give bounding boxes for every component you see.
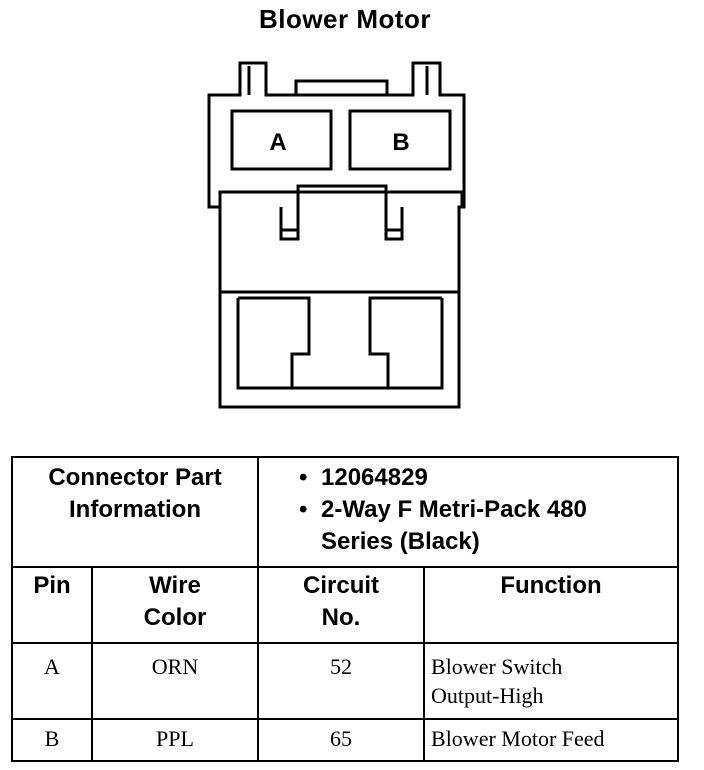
pin-cell: B [11,718,93,762]
connector-info-label-line1: Connector Part [48,464,222,491]
diagram-title: Blower Motor [258,4,432,34]
circuit-header-cell: Circuit No. [257,566,426,644]
function-header-cell: Function [423,566,680,644]
connector-info-values-cell: • 12064829 • 2-Way F Metri-Pack 480 Seri… [257,456,680,568]
circuit-header-line1: Circuit [303,572,380,599]
terminal-divider-left [238,296,311,388]
circuit-cell: 52 [257,642,426,720]
function-line1: Blower Switch [431,654,563,679]
cavity-a-outline [230,109,333,171]
connector-info-row: Connector Part Information • 12064829 • … [10,456,680,568]
cavity-b-outline [348,109,452,171]
cavity-a-label: A [269,129,286,156]
table-row: B PPL 65 Blower Motor Feed [11,718,680,762]
function-cell: Blower Switch Output-High [423,642,680,720]
connector-pinout-table: Connector Part Information • 12064829 • … [10,456,680,762]
connector-housing-outline [207,61,466,409]
function-line1: Blower Motor Feed [431,726,605,751]
wire-color-header-cell: Wire Color [90,566,260,644]
column-header-row: Pin Wire Color Circuit No. Function [11,566,680,644]
pin-header-cell: Pin [11,566,93,644]
terminal-divider-right [368,296,442,388]
part-number: 12064829 [321,464,428,491]
wire-color-header-line1: Wire [149,572,201,599]
cavity-b-label: B [392,129,409,156]
circuit-cell: 65 [257,718,426,762]
bullet-icon: • [299,496,308,523]
part-number-item: • 12064829 [299,462,677,494]
function-line2: Output-High [431,683,544,708]
connector-shoulder [209,190,464,209]
connector-description-line1: 2-Way F Metri-Pack 480 [321,496,587,523]
connector-description-line2: Series (Black) [321,528,480,555]
connector-description-continued: Series (Black) [299,526,677,558]
connector-info-label-cell: Connector Part Information [10,456,260,568]
function-cell: Blower Motor Feed [423,718,680,762]
function-header: Function [500,572,602,599]
connector-info-label-line2: Information [69,496,201,523]
connector-face-diagram: A B [207,61,466,409]
pin-header: Pin [33,572,71,599]
latch-slot [279,184,404,241]
circuit-header-line2: No. [321,604,361,631]
table-row: A ORN 52 Blower Switch Output-High [11,642,680,720]
pin-cell: A [11,642,93,720]
connector-description-item: • 2-Way F Metri-Pack 480 [299,494,677,526]
bullet-icon: • [299,464,308,491]
terminal-area-inner [236,298,444,390]
connector-top-key [294,79,389,95]
wire-color-header-line2: Color [143,604,207,631]
wire-color-cell: PPL [90,718,260,762]
wire-color-cell: ORN [90,642,260,720]
